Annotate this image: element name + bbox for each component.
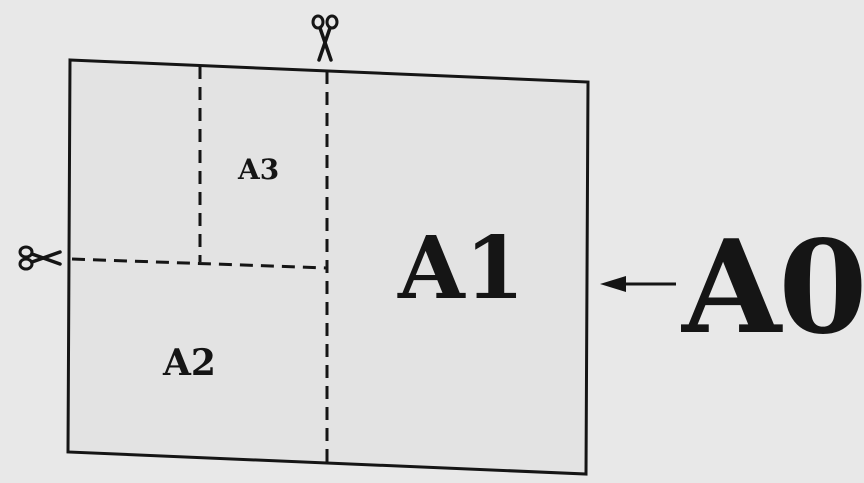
label-a3: A3 (238, 153, 280, 186)
scissors-icon (18, 245, 62, 271)
label-a1: A1 (398, 218, 525, 319)
label-a2: A2 (163, 342, 216, 384)
cut-line-horizontal (71, 257, 328, 270)
label-a0: A0 (682, 213, 864, 363)
arrow-left-icon (600, 276, 676, 292)
scissors-icon (311, 14, 339, 62)
